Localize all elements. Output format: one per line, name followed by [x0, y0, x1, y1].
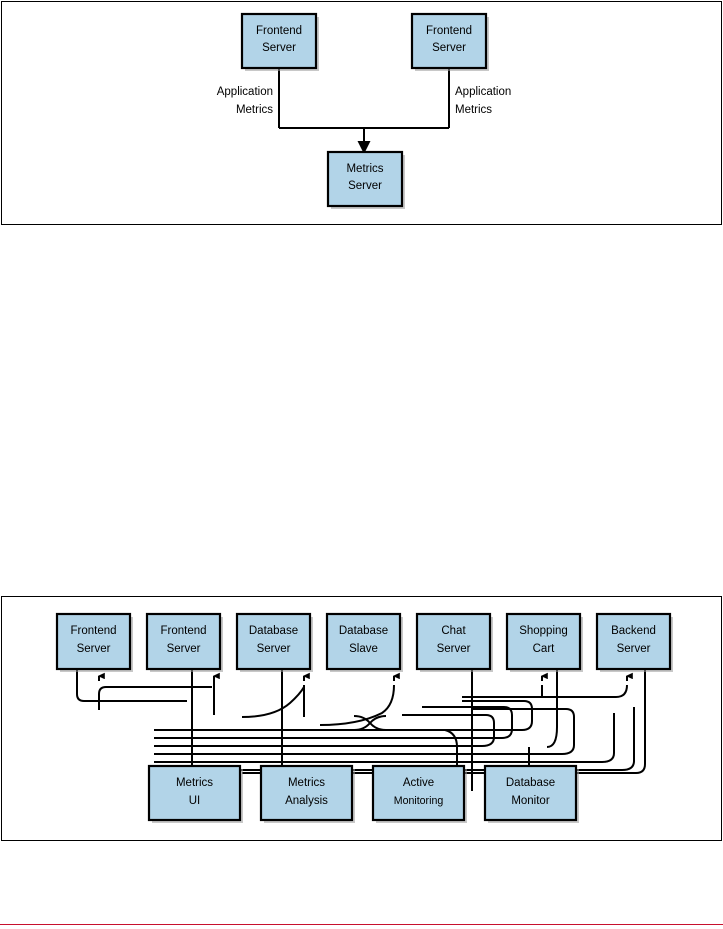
- cross-curve-right: [353, 715, 387, 731]
- node-database-monitor[interactable]: Database Monitor: [483, 764, 579, 823]
- edge-label-left-line2: Metrics: [236, 104, 273, 116]
- wire-curve-to-dbslave-up: [319, 684, 395, 726]
- wire-fe1-to-bus-a: [76, 669, 187, 702]
- node-database-slave[interactable]: Database Slave: [325, 612, 403, 672]
- riser-bus5: [601, 713, 615, 763]
- node-frontend-server-1-line2: Server: [262, 42, 296, 54]
- node-cart-line1: Shopping: [519, 625, 568, 637]
- node-fe2-line1: Frontend: [160, 625, 206, 637]
- wire-bus-to-backend-up: [462, 684, 628, 698]
- node-cart-line2: Cart: [533, 643, 556, 655]
- node-dbserver-line2: Server: [257, 643, 291, 655]
- wire-active-monitoring-stem: [444, 729, 458, 791]
- figure-two-frame: Frontend Server Frontend Server Database…: [1, 596, 722, 841]
- edge-label-right-application-metrics: Application Metrics: [455, 86, 511, 116]
- node-active-monitoring[interactable]: Active Monitoring: [371, 764, 467, 823]
- node-metrics-analysis-line1: Metrics: [288, 777, 325, 789]
- wire-cart-down-curve: [546, 669, 558, 748]
- wire-backend-down-to-bus: [242, 669, 646, 774]
- wire-bus-to-cart-up: [462, 685, 543, 698]
- node-active-monitoring-line1: Active: [403, 777, 434, 789]
- node-fe1-line2: Server: [77, 643, 111, 655]
- arrowhead-into-metrics-server: [357, 141, 371, 154]
- riser-bus3: [402, 714, 495, 747]
- node-frontend-server-2-line2: Server: [432, 42, 466, 54]
- node-frontend-server-2[interactable]: Frontend Server: [410, 12, 489, 71]
- node-dbserver-line1: Database: [249, 625, 298, 637]
- edge-label-right-line2: Metrics: [455, 104, 492, 116]
- figure-one-diagram: Frontend Server Frontend Server Metrics …: [217, 12, 511, 209]
- figure-two-diagram: Frontend Server Frontend Server Database…: [55, 612, 673, 823]
- riser-bus2: [422, 706, 513, 739]
- node-backend-server[interactable]: Backend Server: [595, 612, 673, 672]
- node-dbslave-line2: Slave: [349, 643, 378, 655]
- edge-label-left-line1: Application: [217, 86, 273, 98]
- edge-label-left-application-metrics: Application Metrics: [217, 86, 274, 116]
- node-metrics-analysis[interactable]: Metrics Analysis: [259, 764, 355, 823]
- node-fe2-line2: Server: [167, 643, 201, 655]
- node-metrics-server-line1: Metrics: [346, 163, 383, 175]
- node-metrics-ui[interactable]: Metrics UI: [147, 764, 243, 823]
- node-metrics-server[interactable]: Metrics Server: [326, 150, 405, 209]
- riser-bus6: [621, 707, 635, 771]
- node-chat-line2: Server: [437, 643, 471, 655]
- edge-label-right-line1: Application: [455, 86, 511, 98]
- node-fe1-line1: Frontend: [70, 625, 116, 637]
- node-frontend-server-2-line1: Frontend: [426, 25, 472, 37]
- node-frontend-server-1[interactable]: Frontend Server: [240, 12, 319, 71]
- node-metrics-ui-line1: Metrics: [176, 777, 213, 789]
- node-active-monitoring-line2: Monitoring: [394, 795, 444, 807]
- node-backend-line1: Backend: [611, 625, 656, 637]
- node-backend-line2: Server: [617, 643, 651, 655]
- riser-bus4: [472, 708, 575, 755]
- node-metrics-analysis-line2: Analysis: [285, 795, 328, 807]
- wire-curve-to-dbserver-up: [241, 686, 305, 718]
- wire-bus-b-to-fe1-arrow: [98, 686, 212, 710]
- node-frontend-server-1[interactable]: Frontend Server: [55, 612, 133, 672]
- node-frontend-server-2[interactable]: Frontend Server: [145, 612, 223, 672]
- node-chat-server[interactable]: Chat Server: [415, 612, 493, 672]
- node-frontend-server-1-line1: Frontend: [256, 25, 302, 37]
- node-metrics-ui-line2: UI: [189, 795, 201, 807]
- node-database-server[interactable]: Database Server: [235, 612, 313, 672]
- node-database-monitor-line1: Database: [506, 777, 555, 789]
- node-metrics-server-line2: Server: [348, 180, 382, 192]
- figure-one-wires: [278, 67, 450, 154]
- footer-rule: [0, 924, 723, 925]
- node-chat-line1: Chat: [441, 625, 466, 637]
- node-dbslave-line1: Database: [339, 625, 388, 637]
- figure-one-frame: Frontend Server Frontend Server Metrics …: [1, 1, 722, 225]
- node-database-monitor-line2: Monitor: [511, 795, 550, 807]
- node-shopping-cart[interactable]: Shopping Cart: [505, 612, 583, 672]
